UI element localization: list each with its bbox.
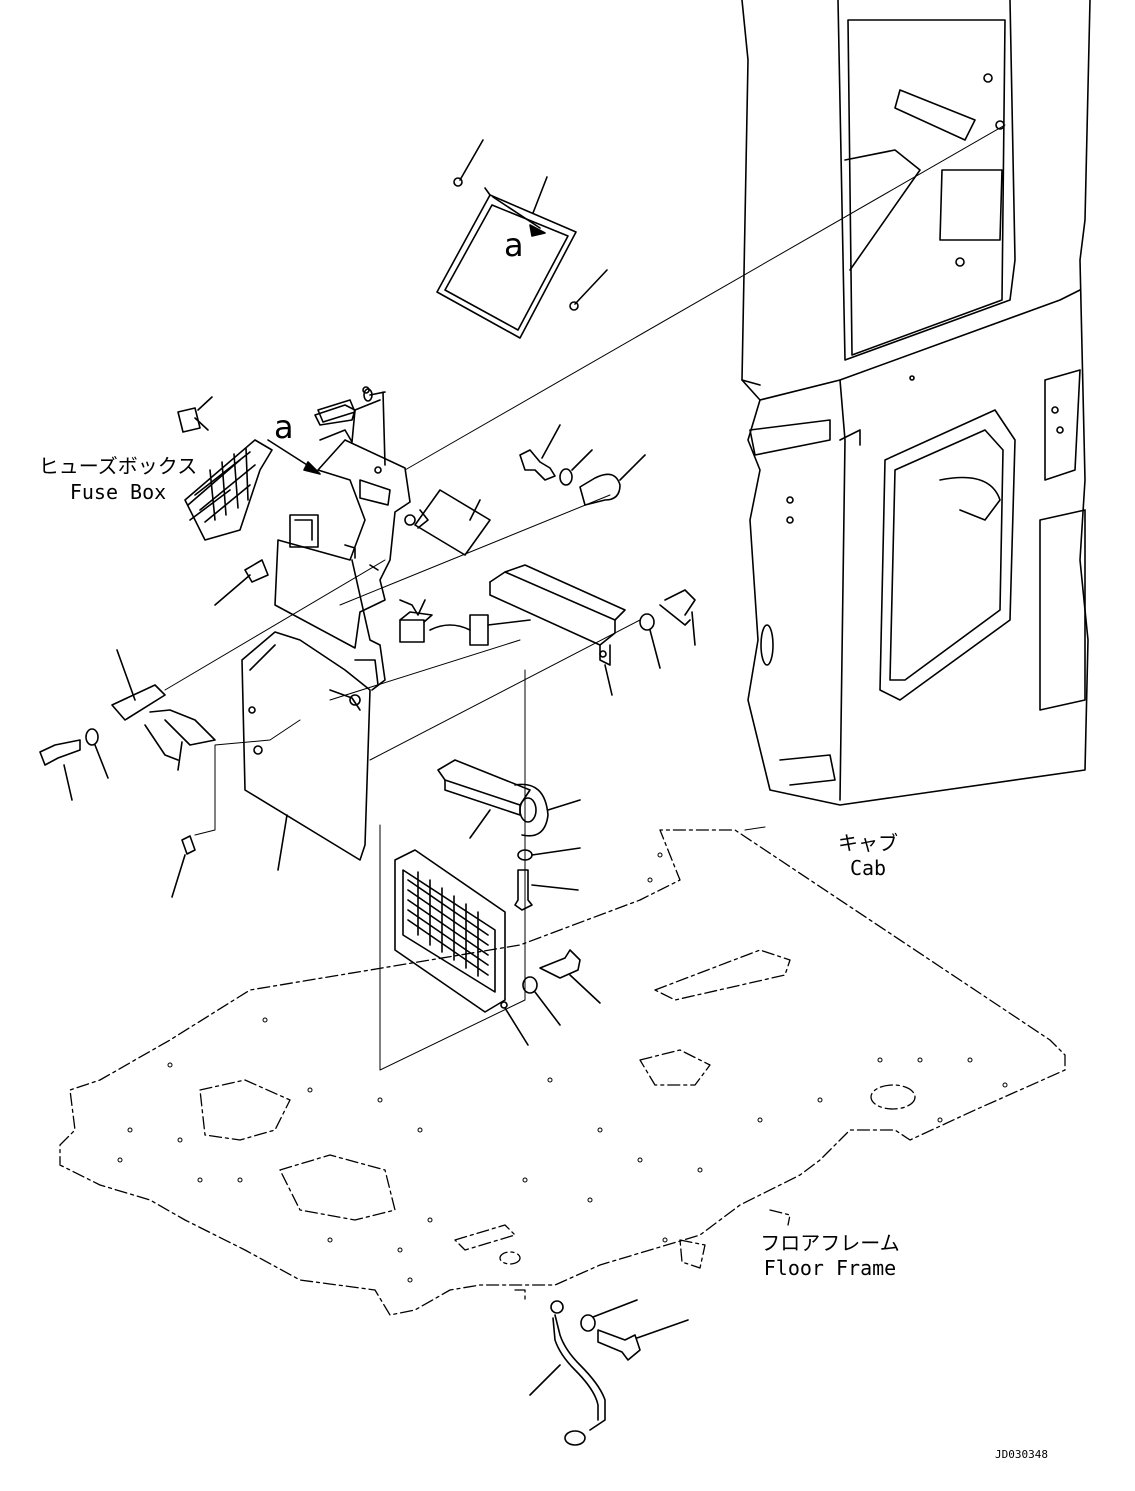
washer-5	[522, 976, 561, 1026]
washer-6	[580, 1299, 638, 1332]
bolt-fastener-7	[539, 949, 601, 1004]
drawing-number: JD030348	[995, 1448, 1048, 1461]
main-bracket	[274, 386, 416, 649]
fuse-box-part	[184, 439, 319, 548]
cab-label-ja: キャブ	[838, 831, 898, 855]
bolt-fastener-2	[519, 424, 561, 481]
bolt-fastener-8	[597, 1319, 689, 1361]
clip-1	[579, 454, 646, 506]
bolt-fastener-1	[177, 396, 213, 433]
switch-bracket	[111, 649, 216, 771]
cab-leader	[744, 826, 766, 831]
cover-plate	[436, 139, 608, 339]
floor-holes	[117, 852, 1008, 1283]
bolt-fastener-5	[39, 739, 81, 801]
washer-2	[639, 613, 661, 669]
view-letter-on-cover: a	[504, 226, 524, 264]
controller-unit	[394, 849, 529, 1046]
view-arrow	[267, 439, 321, 475]
washer-4	[517, 847, 581, 861]
washer-3	[85, 728, 109, 779]
wiring-sheet	[414, 489, 491, 556]
fuse-box-label-ja: ヒューズボックス	[38, 454, 198, 478]
fuse-box-label-en: Fuse Box	[69, 480, 167, 504]
view-letter-on-bracket: a	[274, 408, 294, 446]
horn-bracket	[437, 759, 581, 839]
cab-structure	[741, 0, 1091, 806]
bolt-fastener-4	[659, 589, 696, 646]
washer-1	[559, 449, 593, 486]
cab-label-en: Cab	[849, 856, 887, 880]
side-panel	[241, 559, 386, 871]
reference-lines	[164, 124, 1006, 1071]
ground-strap	[529, 1300, 606, 1446]
nut-1	[171, 835, 196, 898]
floor-frame	[59, 829, 1066, 1316]
bolt-fastener-3	[317, 388, 373, 423]
floor-frame-label-ja: フロアフレーム	[760, 1231, 900, 1255]
right-bracket	[489, 564, 626, 696]
bolt-fastener-6	[514, 869, 579, 911]
floor-frame-label-en: Floor Frame	[763, 1256, 897, 1280]
relay-and-connectors	[214, 559, 531, 646]
